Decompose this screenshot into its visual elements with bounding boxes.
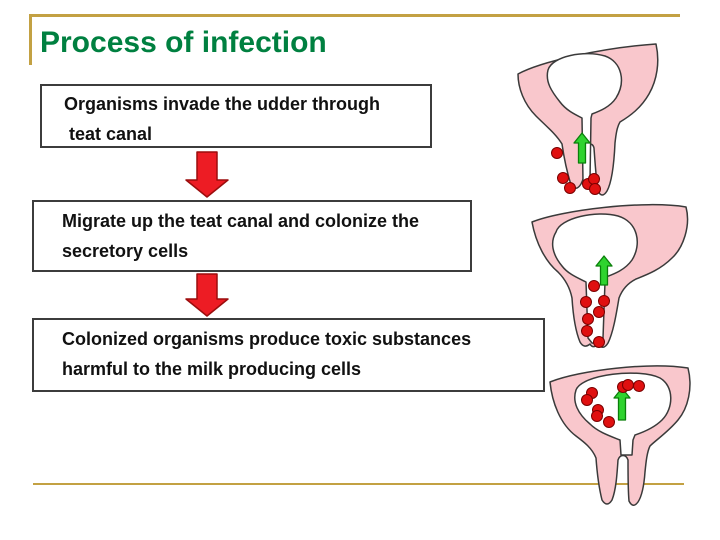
title-gold-tick [29, 14, 32, 65]
step-box-3: Colonized organisms produce toxic substa… [32, 318, 545, 392]
step-3-line-1: Colonized organisms produce toxic substa… [62, 329, 472, 349]
up-arrow-icon [613, 387, 631, 421]
step-2-line-2: secretory cells [62, 241, 189, 261]
organism-dot [589, 183, 601, 195]
step-2-line-1: Migrate up the teat canal and colonize t… [62, 211, 420, 231]
organism-dot [617, 381, 629, 393]
udder-1-cistern-cavity [546, 52, 623, 182]
organism-dot [580, 296, 592, 308]
top-gold-rule [30, 14, 680, 17]
flow-down-arrow-icon-1 [185, 151, 229, 198]
organism-dot [564, 182, 576, 194]
up-arrow-icon [573, 132, 591, 164]
step-box-2: Migrate up the teat canal and colonize t… [32, 200, 472, 272]
organism-dot [582, 178, 594, 190]
udder-2-cistern-and-canal [551, 213, 638, 344]
page-title: Process of infection [40, 26, 327, 59]
organism-dot [581, 394, 593, 406]
stage-3-overlay [581, 379, 645, 428]
organism-dot [586, 387, 598, 399]
organism-dot [581, 325, 593, 337]
udder-2-body [531, 203, 689, 348]
organism-dot [593, 336, 605, 348]
udder-3-cistern-cavity [574, 372, 672, 456]
organism-dot [603, 416, 615, 428]
step-box-1: Organisms invade the udder through teat … [40, 84, 432, 148]
organism-dot [551, 147, 563, 159]
organism-dot [588, 173, 600, 185]
step-3-line-2: harmful to the milk producing cells [62, 359, 362, 379]
organism-dot [582, 313, 594, 325]
bottom-gold-rule [33, 483, 684, 485]
organism-dot [593, 306, 605, 318]
organism-dot [622, 379, 634, 391]
organism-dot [557, 172, 569, 184]
step-1-line-1: Organisms invade the udder through [64, 94, 381, 114]
udder-illustration-1 [517, 43, 659, 196]
organism-dot [591, 410, 603, 422]
organism-dot [592, 404, 604, 416]
up-arrow-icon [595, 255, 613, 286]
stage-1-overlay [551, 132, 601, 195]
flow-down-arrow-icon-2 [185, 273, 229, 317]
udder-illustration-2 [531, 203, 689, 348]
organism-dot [588, 280, 600, 292]
udder-1-body [517, 43, 659, 196]
organism-dot [633, 380, 645, 392]
organism-dot [598, 295, 610, 307]
step-1-line-2: teat canal [64, 124, 153, 144]
stage-2-overlay [580, 255, 613, 348]
